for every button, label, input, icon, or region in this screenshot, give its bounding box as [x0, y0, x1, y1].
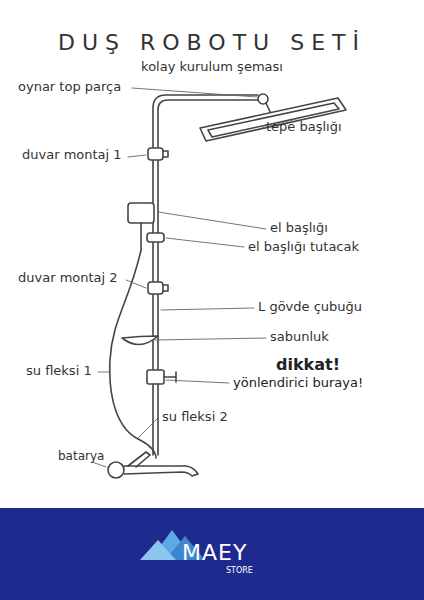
leader-line	[92, 88, 300, 467]
part-label: duvar montaj 1	[22, 148, 122, 163]
part-label: su fleksi 1	[26, 364, 92, 379]
hand-shower	[128, 203, 154, 223]
part-label: el başlığı	[270, 221, 328, 236]
part-label: su fleksi 2	[162, 410, 228, 425]
part-label: oynar top parça	[18, 80, 121, 95]
part-label: el başlığı tutacak	[248, 240, 359, 255]
subtitle: kolay kurulum şeması	[141, 60, 283, 75]
warning-label: yönlendirici buraya!	[233, 376, 363, 391]
wall-mount	[148, 148, 163, 160]
part-label: duvar montaj 2	[18, 271, 118, 286]
rain-head	[200, 98, 346, 141]
brand-sub: STORE	[226, 566, 253, 575]
part-label: batarya	[58, 450, 104, 464]
warning-label: dikkat!	[276, 356, 340, 374]
diverter	[147, 370, 164, 384]
wall-mount	[148, 282, 163, 294]
part-label: L gövde çubuğu	[258, 300, 362, 315]
title: DUŞ ROBOTU SETİ	[58, 30, 366, 55]
part-label: tepe başlığı	[266, 120, 342, 135]
mixer	[108, 462, 124, 478]
soap-dish	[122, 336, 158, 345]
part-label: sabunluk	[270, 330, 329, 345]
hand-holder	[147, 233, 164, 242]
brand-name: MAEY	[182, 540, 247, 565]
brand-band	[0, 508, 424, 600]
